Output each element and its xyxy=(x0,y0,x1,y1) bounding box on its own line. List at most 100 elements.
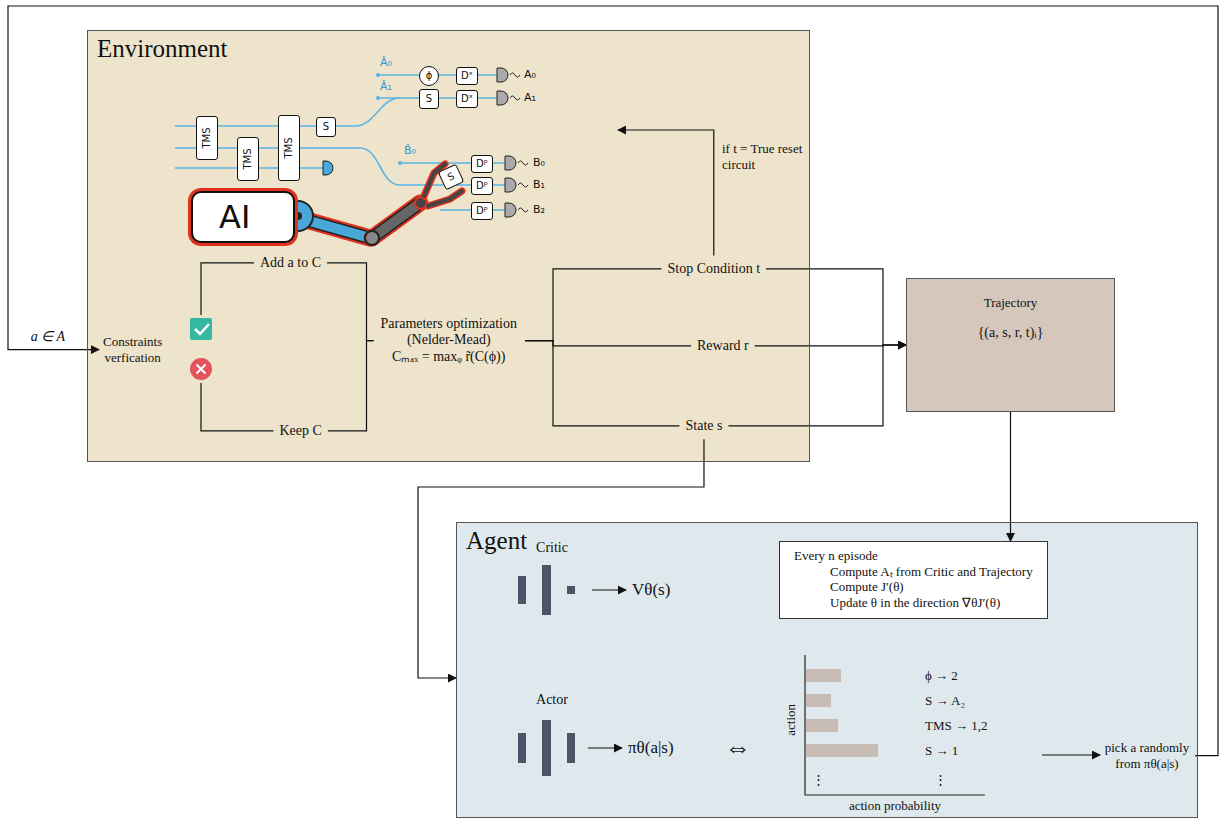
ellipsis: ⋮ xyxy=(934,772,947,788)
output-label: B₂ xyxy=(533,203,545,216)
optimization-step: Parameters optimization(Nelder-Mead)Cₘₐₓ… xyxy=(379,314,519,368)
displacement-gate: Dˣ xyxy=(456,90,478,108)
node-text: {(a, s, r, t)ᵢ} xyxy=(907,325,1114,342)
robot-arm xyxy=(372,203,420,238)
node-title: Keep C xyxy=(280,423,322,440)
mode-label: B̂₀ xyxy=(404,144,416,157)
connector xyxy=(8,6,1218,756)
homodyne-detectors xyxy=(497,68,528,217)
mode-label: Â₁ xyxy=(380,80,392,93)
reject-branch: Keep C xyxy=(278,421,324,442)
node-text: Compute J′(θ) xyxy=(794,579,1033,595)
critic-output-arrow xyxy=(592,589,626,590)
robot-arm xyxy=(306,220,370,238)
robot-arm xyxy=(306,220,370,238)
node-title: AI xyxy=(219,198,250,236)
connector xyxy=(418,439,704,678)
homodyne-detectors xyxy=(518,183,528,187)
node-title: Dᵖ xyxy=(476,159,488,169)
actor-network xyxy=(518,733,526,763)
connector xyxy=(766,269,906,345)
robot-arm xyxy=(294,212,302,220)
axis-label: action probability xyxy=(849,798,941,814)
homodyne-detectors xyxy=(497,68,508,82)
vacuum-detector xyxy=(323,161,333,175)
action-label: a ∈ A xyxy=(31,329,65,346)
node-text: (Nelder-Mead) xyxy=(381,332,517,349)
accept-icon xyxy=(195,324,209,334)
homodyne-detectors xyxy=(497,91,508,105)
policy-label: πθ(a|s) xyxy=(628,738,674,758)
squeezer-gate: S xyxy=(316,117,336,137)
environment-panel: EnvironmentTMSTMSTMSSϕDˣSDˣDᵖSDᵖDᵖAICons… xyxy=(87,30,810,462)
output-label: A₁ xyxy=(524,91,536,104)
reset-note: if t = True reset circuit xyxy=(722,141,806,172)
node-title: ϕ xyxy=(426,71,433,81)
node-title: Dᵖ xyxy=(476,181,488,191)
node-title: Stop Condition t xyxy=(668,261,761,278)
probability-bars xyxy=(806,719,838,732)
agent-ground xyxy=(456,522,1198,818)
sampling-step: pick a randomly from πθ(a|s) xyxy=(1102,738,1192,773)
ellipsis: ⋮ xyxy=(812,772,825,788)
node-text: Compute Aₜ from Critic and Trajectory xyxy=(794,564,1033,580)
displacement-gate: Dᵖ xyxy=(471,202,493,220)
squeezer-gate: S xyxy=(419,89,439,109)
value-label: Vθ(s) xyxy=(632,580,670,600)
node-title: TMS xyxy=(202,127,212,148)
critic-label: Critic xyxy=(536,540,568,557)
probability-bars xyxy=(806,694,831,707)
output-label: B₁ xyxy=(533,178,545,191)
accept-icon xyxy=(190,318,212,340)
action-entry: ϕ → 2 xyxy=(925,668,958,684)
tms-gate: TMS xyxy=(278,115,300,181)
tms-gate: TMS xyxy=(196,116,218,160)
wire-start-dots xyxy=(398,161,402,165)
reward-output: Reward r xyxy=(695,336,751,357)
homodyne-detectors xyxy=(505,156,516,170)
displacement-gate: Dᵖ xyxy=(471,155,493,173)
displacement-gate: Dˣ xyxy=(456,67,478,85)
reject-icon xyxy=(197,365,206,374)
actor-network xyxy=(518,720,575,776)
action-entry: TMS → 1,2 xyxy=(925,718,987,734)
robot-arm xyxy=(372,203,420,238)
critic-network xyxy=(518,565,575,615)
robot-arm xyxy=(306,220,370,238)
homodyne-detectors xyxy=(505,178,516,192)
connector xyxy=(525,341,680,426)
node-title: Agent xyxy=(466,526,527,556)
reject-icon xyxy=(190,358,212,380)
critic-network xyxy=(542,565,551,615)
actor-label: Actor xyxy=(536,692,568,709)
probability-bars xyxy=(806,669,878,757)
held-squeezer-gate: S xyxy=(438,164,465,191)
sample-arrow xyxy=(1042,754,1100,755)
equivalence-sign: ⇔ xyxy=(725,732,751,763)
connector xyxy=(328,341,374,431)
constraint-step: Constraints verfication xyxy=(101,332,164,367)
tms-gate: TMS xyxy=(237,137,259,181)
homodyne-detectors xyxy=(505,203,516,217)
accept-branch: Add a to C xyxy=(258,253,323,274)
actor-network xyxy=(542,720,551,776)
reset-arrow xyxy=(618,130,714,256)
node-title: TMS xyxy=(243,148,253,169)
state-output: State s xyxy=(684,416,725,437)
connector xyxy=(525,269,662,341)
displacement-gate: Dᵖ xyxy=(471,177,493,195)
node-title: Parameters optimization xyxy=(381,316,517,333)
connector xyxy=(525,341,691,346)
node-title: Dˣ xyxy=(461,71,473,81)
node-title: Trajectory xyxy=(907,295,1114,311)
critic-network xyxy=(518,576,526,604)
homodyne-detectors xyxy=(518,161,528,165)
critic-network xyxy=(567,586,575,594)
node-title: TMS xyxy=(284,137,294,158)
environment-ground xyxy=(87,30,810,462)
wire-start-dots xyxy=(376,73,402,165)
reject-icon xyxy=(190,358,212,380)
mode-label: Â₀ xyxy=(380,56,392,69)
axis-label: action xyxy=(783,704,799,736)
node-title: Constraints verfication xyxy=(103,334,162,365)
